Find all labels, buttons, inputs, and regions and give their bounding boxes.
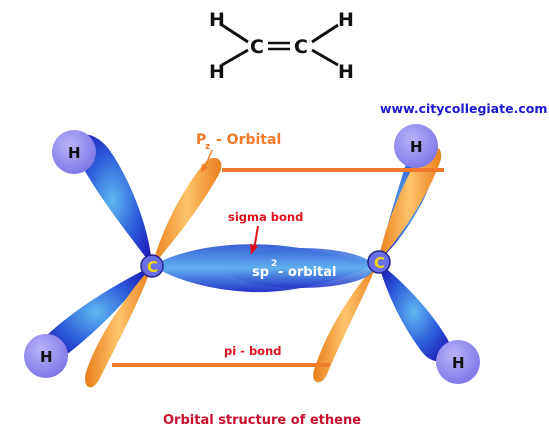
pi-bond-label: pi - bond <box>224 344 282 358</box>
hydrogen-atom-bottom-left <box>24 334 68 378</box>
diagram-caption: Orbital structure of ethene <box>163 413 361 428</box>
formula-atom-c: C <box>294 36 308 58</box>
sigma-bond-label: sigma bond <box>228 210 303 224</box>
sp2-lobe-upper-left <box>72 133 152 266</box>
carbon-label: C <box>147 258 158 276</box>
sp2-orbital-annotation: sp 2 - orbital <box>252 259 336 280</box>
hydrogen-label: H <box>452 354 465 372</box>
hydrogen-atom-top-left <box>52 130 96 174</box>
formula-atom-h: H <box>338 61 354 83</box>
carbon-atom-right <box>367 250 391 274</box>
hydrogen-label: H <box>40 348 53 366</box>
sp2-lobe-right-to-left <box>226 248 374 288</box>
structural-formula: H H C C H H <box>209 9 354 83</box>
sp2-lobe-lower-right <box>378 262 451 362</box>
carbon-atom-left <box>140 254 164 278</box>
p-orbitals <box>85 145 442 388</box>
sp2-lobe-lower-left <box>40 266 152 359</box>
sigma-bond-arrowhead <box>250 244 258 255</box>
sigma-bond-overlap <box>152 244 378 293</box>
formula-atom-h: H <box>338 9 354 31</box>
pz-orbital-annotation: P z - Orbital <box>196 132 281 173</box>
sp2-orbital-label-sup: 2 <box>271 259 277 269</box>
hydrogen-label: H <box>68 144 81 162</box>
hydrogen-atom-top-right <box>394 124 438 168</box>
formula-atom-h: H <box>209 9 225 31</box>
p-orbital-right-lower <box>313 262 378 383</box>
p-orbital-left-upper <box>152 157 222 266</box>
website-label: www.citycollegiate.com <box>380 101 547 116</box>
sp2-orbital-label-rest: - orbital <box>278 265 336 280</box>
pz-orbital-label-rest: - Orbital <box>216 132 281 148</box>
carbon-label: C <box>374 254 385 272</box>
hydrogen-atom-bottom-right <box>436 340 480 384</box>
sp2-orbital-label-main: sp <box>252 265 269 280</box>
pz-orbital-label-sub: z <box>205 142 210 152</box>
hydrogen-label: H <box>410 138 423 156</box>
hydrogen-atoms: H H H H <box>24 124 480 384</box>
carbon-atoms: C C <box>140 250 391 278</box>
pz-orbital-label-main: P <box>196 132 206 148</box>
pz-orbital-arrowhead <box>201 164 208 173</box>
sigma-bond-annotation: sigma bond <box>228 210 303 255</box>
formula-atom-c: C <box>250 36 264 58</box>
p-orbital-left-lower <box>85 266 152 388</box>
formula-atom-h: H <box>209 61 225 83</box>
p-orbital-right-upper <box>378 145 442 262</box>
left-carbon-sp2-lobes <box>40 133 152 359</box>
